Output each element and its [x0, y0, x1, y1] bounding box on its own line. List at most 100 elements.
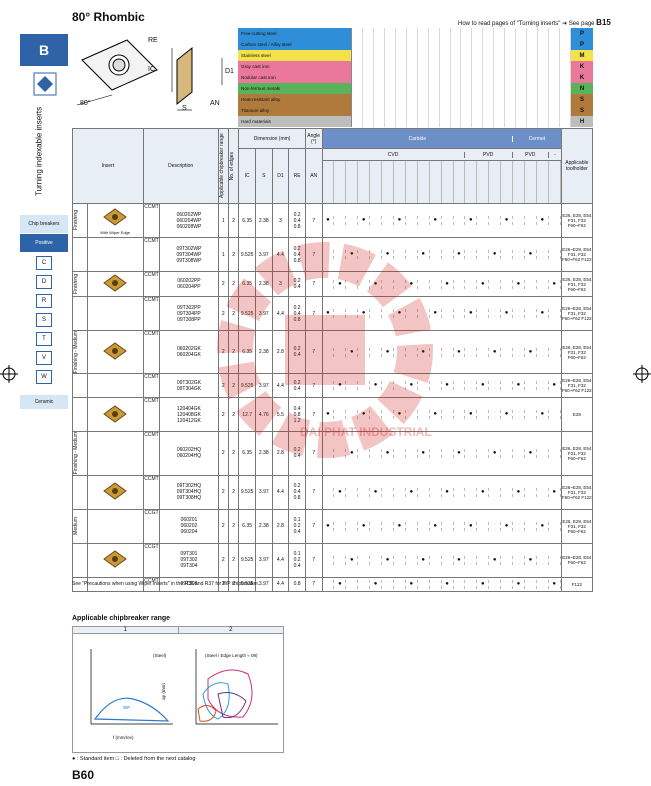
insert-code: 120404GK: [176, 405, 201, 412]
dot: [382, 521, 394, 531]
dot: [382, 216, 394, 225]
shape-button-d[interactable]: D: [36, 275, 52, 289]
dot: [382, 309, 394, 318]
dot: [549, 555, 561, 565]
dot: ●: [525, 555, 537, 565]
grade-dots: ●●●●●●: [323, 347, 561, 357]
insert-code: 09T302: [180, 557, 198, 563]
dot: ●: [406, 487, 418, 497]
grade-cell: [494, 61, 506, 72]
material-cells: [351, 105, 571, 116]
grade-cell: [363, 105, 374, 116]
dot: [346, 410, 359, 420]
grade-cell: [429, 94, 440, 105]
shape-button-t[interactable]: T: [36, 332, 52, 346]
shape-button-v[interactable]: V: [36, 351, 52, 365]
re-value: 0.8: [293, 411, 301, 418]
shape-button-s[interactable]: S: [36, 313, 52, 327]
grade-name: [418, 161, 430, 203]
d1-cell: 2.8: [271, 508, 290, 544]
prefix-cell: CCMT: [142, 329, 161, 375]
grade-cell: [385, 105, 396, 116]
grade-cell: [527, 83, 539, 94]
dot: [513, 555, 525, 565]
insert-table: Insert Description Applicable chipbreake…: [72, 128, 594, 592]
grade-availability-cell: ●●●●●●: [321, 431, 562, 476]
grade-cell: [418, 83, 429, 94]
dot: [323, 347, 335, 357]
header-carbide: Carbide: [408, 135, 427, 142]
insert-code: 120412GK: [176, 417, 201, 424]
header-edges-text: No. of edges: [228, 151, 235, 181]
howto-see: See page: [568, 21, 595, 27]
re-value: 0.1: [293, 551, 301, 557]
grade-cell: [472, 83, 484, 94]
re-value: 0.2: [293, 557, 301, 563]
grade-cell: [418, 50, 429, 61]
dot: [537, 250, 549, 259]
dot: [442, 250, 454, 259]
shape-button-r[interactable]: R: [36, 294, 52, 308]
dot: [501, 487, 514, 497]
dot: [465, 381, 478, 391]
shape-button-c[interactable]: C: [36, 256, 52, 270]
dot: [501, 381, 514, 391]
dot: [323, 448, 335, 458]
grade-availability-cell: ●●●●●●●: [321, 508, 562, 544]
dot: ●: [477, 279, 490, 289]
dot: [465, 250, 478, 259]
dot: [323, 579, 335, 589]
dot: ●: [323, 309, 335, 318]
group-label: Finishing: [73, 210, 79, 231]
prefix-cell: CCMT: [142, 397, 161, 433]
sidebar-item-positive[interactable]: Positive: [20, 234, 68, 253]
range-cell: 2: [217, 542, 229, 578]
dot: [323, 279, 335, 289]
header-chipbreaker-range: Applicable chipbreaker range: [217, 128, 229, 204]
grade-cell: [407, 72, 418, 83]
grade-cell: [407, 94, 418, 105]
dot: [465, 279, 478, 289]
legend: ● : Standard item □ : Deleted from the n…: [72, 756, 196, 762]
sidebar-item-ceramic[interactable]: Ceramic: [20, 395, 68, 409]
grade-cell: [385, 72, 396, 83]
howto-link[interactable]: How to read pages of "Turning inserts" ➔…: [458, 18, 611, 27]
dot: [489, 487, 502, 497]
grade-cell: [407, 116, 418, 127]
group-cell: Medium: [72, 508, 88, 544]
dot: [394, 555, 406, 565]
dot: [454, 579, 466, 589]
grade-cell: [527, 72, 539, 83]
shape-button-w[interactable]: W: [36, 370, 52, 384]
grade-cell: [538, 94, 550, 105]
grade-cell: [385, 61, 396, 72]
material-cells: [351, 94, 571, 105]
dot: [370, 410, 383, 420]
group-cell: [72, 542, 88, 578]
prefix-cell: CCGT: [142, 508, 161, 544]
grade-cell: [461, 50, 473, 61]
dot: [358, 579, 371, 589]
grade-cell: [505, 50, 517, 61]
grade-cell: [451, 28, 462, 39]
grade-name: [334, 161, 347, 203]
dot: [477, 410, 490, 420]
dot: ●: [549, 279, 561, 289]
group-cell: [72, 373, 88, 399]
grade-cell: [374, 50, 385, 61]
material-label: Hard materials: [238, 116, 351, 127]
header-insert: Insert: [72, 128, 144, 204]
dot: [489, 521, 502, 531]
sidebar-item-chip-breakers[interactable]: Chip breakers: [20, 215, 68, 234]
dot: [442, 309, 454, 318]
material-row: Free-cutting steel P: [238, 28, 593, 39]
holder-cell: E26~E28, E54 F31, F32 F60~F62 F122: [560, 373, 594, 399]
grade-cell: [516, 83, 528, 94]
footnote: See "Precautions when using Wiper insert…: [72, 581, 260, 587]
material-cells: [351, 50, 571, 61]
grade-cell: [440, 39, 451, 50]
